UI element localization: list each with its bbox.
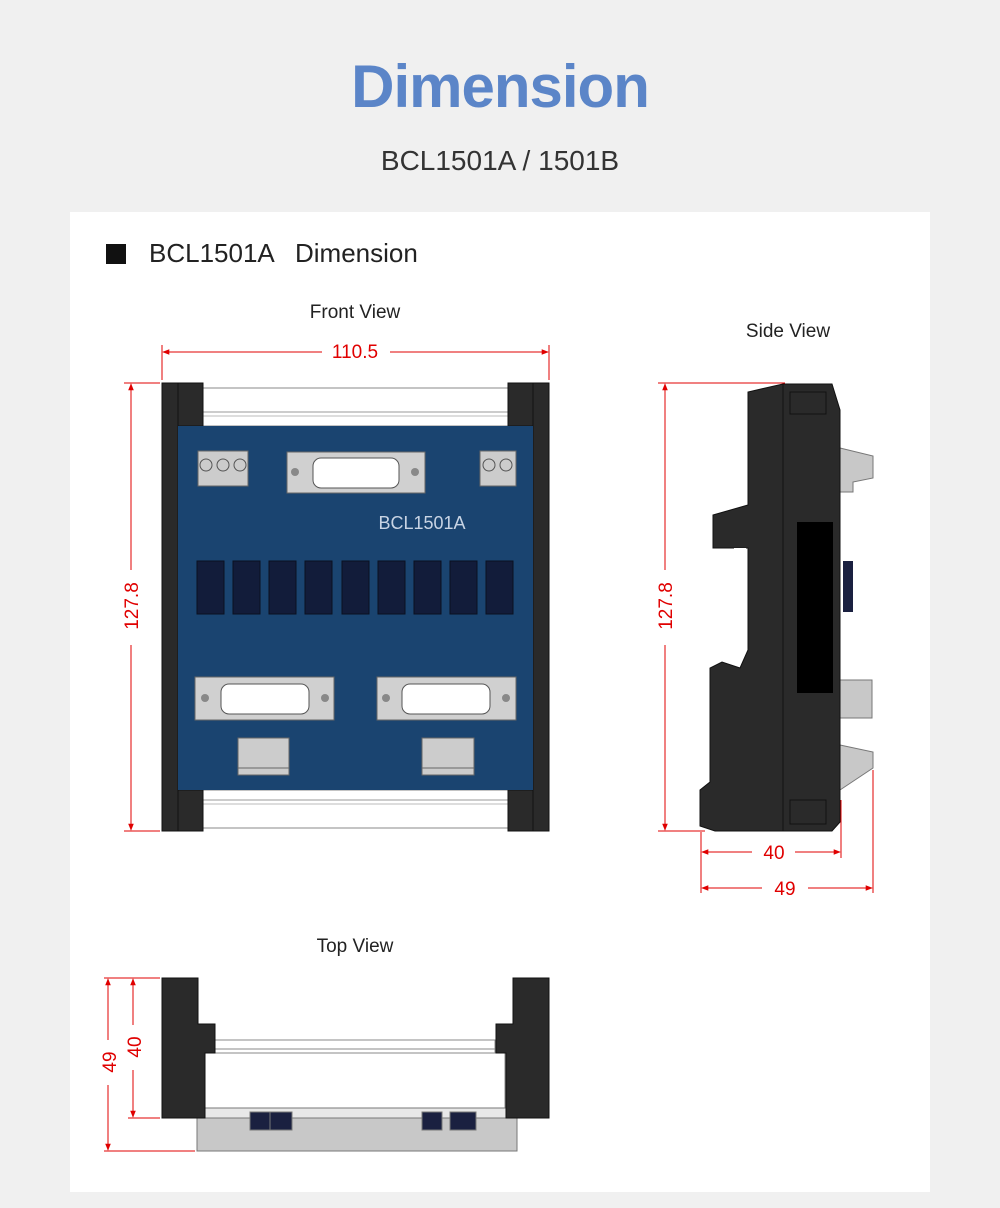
front-height-value: 127.8 — [122, 582, 143, 630]
device-model-label: BCL1501A — [378, 513, 465, 533]
db15-connector-bottom-left — [194, 676, 335, 721]
terminal-block-top-left — [197, 450, 249, 487]
section-heading: BCL1501A Dimension — [106, 238, 418, 269]
top-depth-40-value: 40 — [125, 1036, 146, 1057]
side-depth-49-value: 49 — [774, 879, 795, 900]
bullet-square-icon — [106, 243, 126, 264]
front-view: Front View 110.5 127.8 — [122, 302, 550, 832]
side-view-label: Side View — [746, 321, 830, 342]
side-housing — [699, 383, 841, 832]
relay-row — [196, 560, 514, 615]
end-cap-right — [507, 382, 550, 832]
top-view: Top View 49 40 — [100, 936, 550, 1152]
end-cap-left — [161, 382, 204, 832]
front-view-label: Front View — [310, 302, 401, 323]
top-rails — [204, 1039, 506, 1119]
front-height-dimension — [124, 382, 160, 832]
top-view-label: Top View — [317, 936, 394, 957]
side-height-value: 127.8 — [656, 582, 677, 630]
top-end-caps — [161, 977, 550, 1119]
front-width-dimension — [161, 345, 550, 380]
side-view: Side View 127.8 40 49 — [656, 321, 874, 900]
page-title: Dimension — [351, 53, 650, 120]
db15-connector-bottom-right — [376, 676, 517, 721]
top-depth-dimensions — [104, 977, 195, 1152]
terminal-block-bottom-right — [421, 737, 475, 776]
section-title: BCL1501A Dimension — [149, 238, 418, 268]
top-depth-49-value: 49 — [100, 1051, 121, 1072]
terminal-block-top-right — [479, 450, 517, 487]
db15-connector-top — [286, 451, 426, 494]
side-blue-part — [843, 561, 853, 612]
side-depth-40-value: 40 — [763, 843, 784, 864]
top-connectors — [196, 1107, 518, 1152]
side-depth-dimensions — [700, 770, 874, 893]
terminal-block-bottom-left — [237, 737, 290, 776]
side-connectors — [839, 447, 874, 791]
din-clip-slot — [734, 548, 746, 565]
side-height-dimension — [658, 382, 785, 832]
page-subtitle: BCL1501A / 1501B — [380, 145, 620, 176]
side-window — [797, 522, 833, 693]
front-width-value: 110.5 — [332, 342, 378, 363]
